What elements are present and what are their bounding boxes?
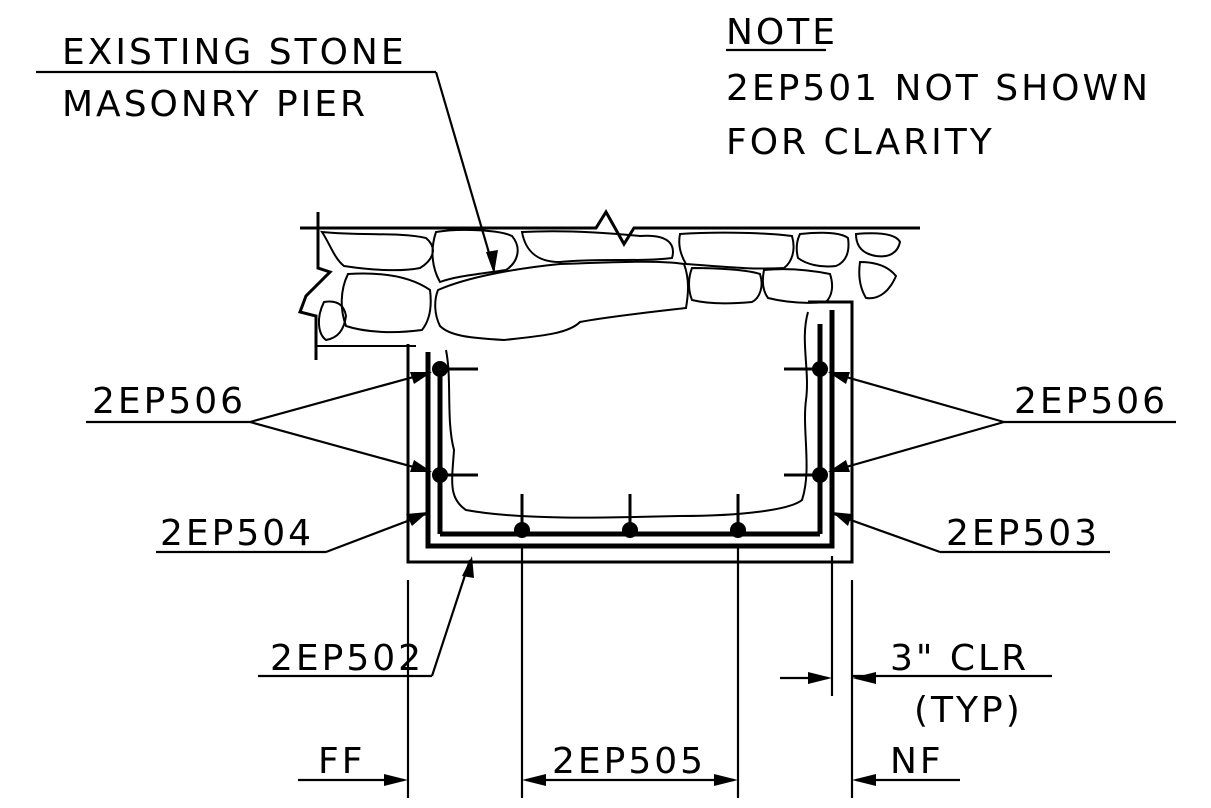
- arrowhead-clr-right: [852, 672, 876, 684]
- stone-11: [858, 260, 898, 300]
- stone-6: [854, 232, 902, 258]
- label-2ep506-right: 2EP506: [1014, 381, 1168, 422]
- clearance-label: 3" CLR: [890, 638, 1029, 679]
- note-line1: 2EP501 NOT SHOWN: [726, 68, 1151, 109]
- leaders: [249, 71, 1005, 677]
- bar-506-right-lower: [812, 467, 828, 483]
- stone-7: [340, 272, 432, 334]
- leader-506-left-upper: [249, 371, 429, 424]
- bar-505-3: [730, 522, 746, 538]
- arrowhead-506-right-lower: [828, 460, 850, 472]
- stone-2: [431, 228, 519, 284]
- label-underlines: [36, 48, 1176, 678]
- arrowhead-2ep503: [832, 512, 852, 526]
- near-face-label: NF: [890, 741, 944, 782]
- stone-5: [795, 231, 850, 268]
- label-2ep506-left: 2EP506: [92, 381, 246, 422]
- stone-1: [319, 230, 434, 272]
- arrowhead-existing-pier: [486, 250, 498, 274]
- bar-505-1: [514, 522, 530, 538]
- leader-existing-pier: [434, 71, 496, 271]
- stone-10: [761, 268, 834, 304]
- arrowhead-506-right-upper: [828, 372, 850, 384]
- stone-masonry-pier: [298, 209, 920, 360]
- stone-large-center: [434, 260, 689, 342]
- arrowhead-clr-left: [808, 672, 832, 684]
- note-title: NOTE: [726, 12, 838, 53]
- stone-8: [318, 300, 348, 342]
- bar-506-left-lower: [432, 467, 448, 483]
- arrowhead-2ep502: [462, 556, 474, 578]
- label-2ep505: 2EP505: [552, 741, 706, 782]
- arrowhead-505-left: [522, 774, 546, 786]
- concrete-encasement: [406, 300, 854, 564]
- pier-top-edge-break: [300, 209, 920, 247]
- bar-505-2: [622, 522, 638, 538]
- leader-2ep502: [430, 559, 472, 677]
- arrowhead-ff: [384, 774, 408, 786]
- clearance-typ-label: (TYP): [914, 690, 1023, 731]
- leader-506-right-upper: [831, 371, 1005, 424]
- bar-506-left-upper: [432, 361, 448, 377]
- existing-pier-label-line1: EXISTING STONE: [62, 32, 407, 73]
- label-2ep502: 2EP502: [270, 638, 424, 679]
- note-line2: FOR CLARITY: [726, 122, 995, 163]
- arrowhead-505-right: [714, 774, 738, 786]
- far-face-label: FF: [318, 741, 365, 782]
- bar-506-right-upper: [812, 361, 828, 377]
- existing-pier-face: [445, 311, 809, 519]
- reinforcement: [425, 310, 835, 549]
- pier-left-break: [298, 212, 333, 360]
- leader-506-right-lower: [831, 420, 1005, 473]
- label-2ep504: 2EP504: [160, 513, 314, 554]
- stone-4: [678, 231, 795, 270]
- leader-2ep503: [833, 512, 941, 554]
- arrowhead-nf: [852, 774, 876, 786]
- arrowhead-506-left-upper: [410, 372, 432, 384]
- stone-9: [688, 266, 763, 305]
- arrowhead-506-left-lower: [410, 460, 432, 472]
- stirrup-2ep502: [425, 310, 835, 549]
- existing-pier-label-line2: MASONRY PIER: [62, 84, 368, 125]
- arrowhead-2ep504: [406, 512, 428, 526]
- leader-506-left-lower: [249, 420, 429, 473]
- label-2ep503: 2EP503: [946, 513, 1100, 554]
- dimensions: [298, 546, 960, 798]
- stone-3: [520, 230, 674, 264]
- encasement-outline: [406, 300, 854, 564]
